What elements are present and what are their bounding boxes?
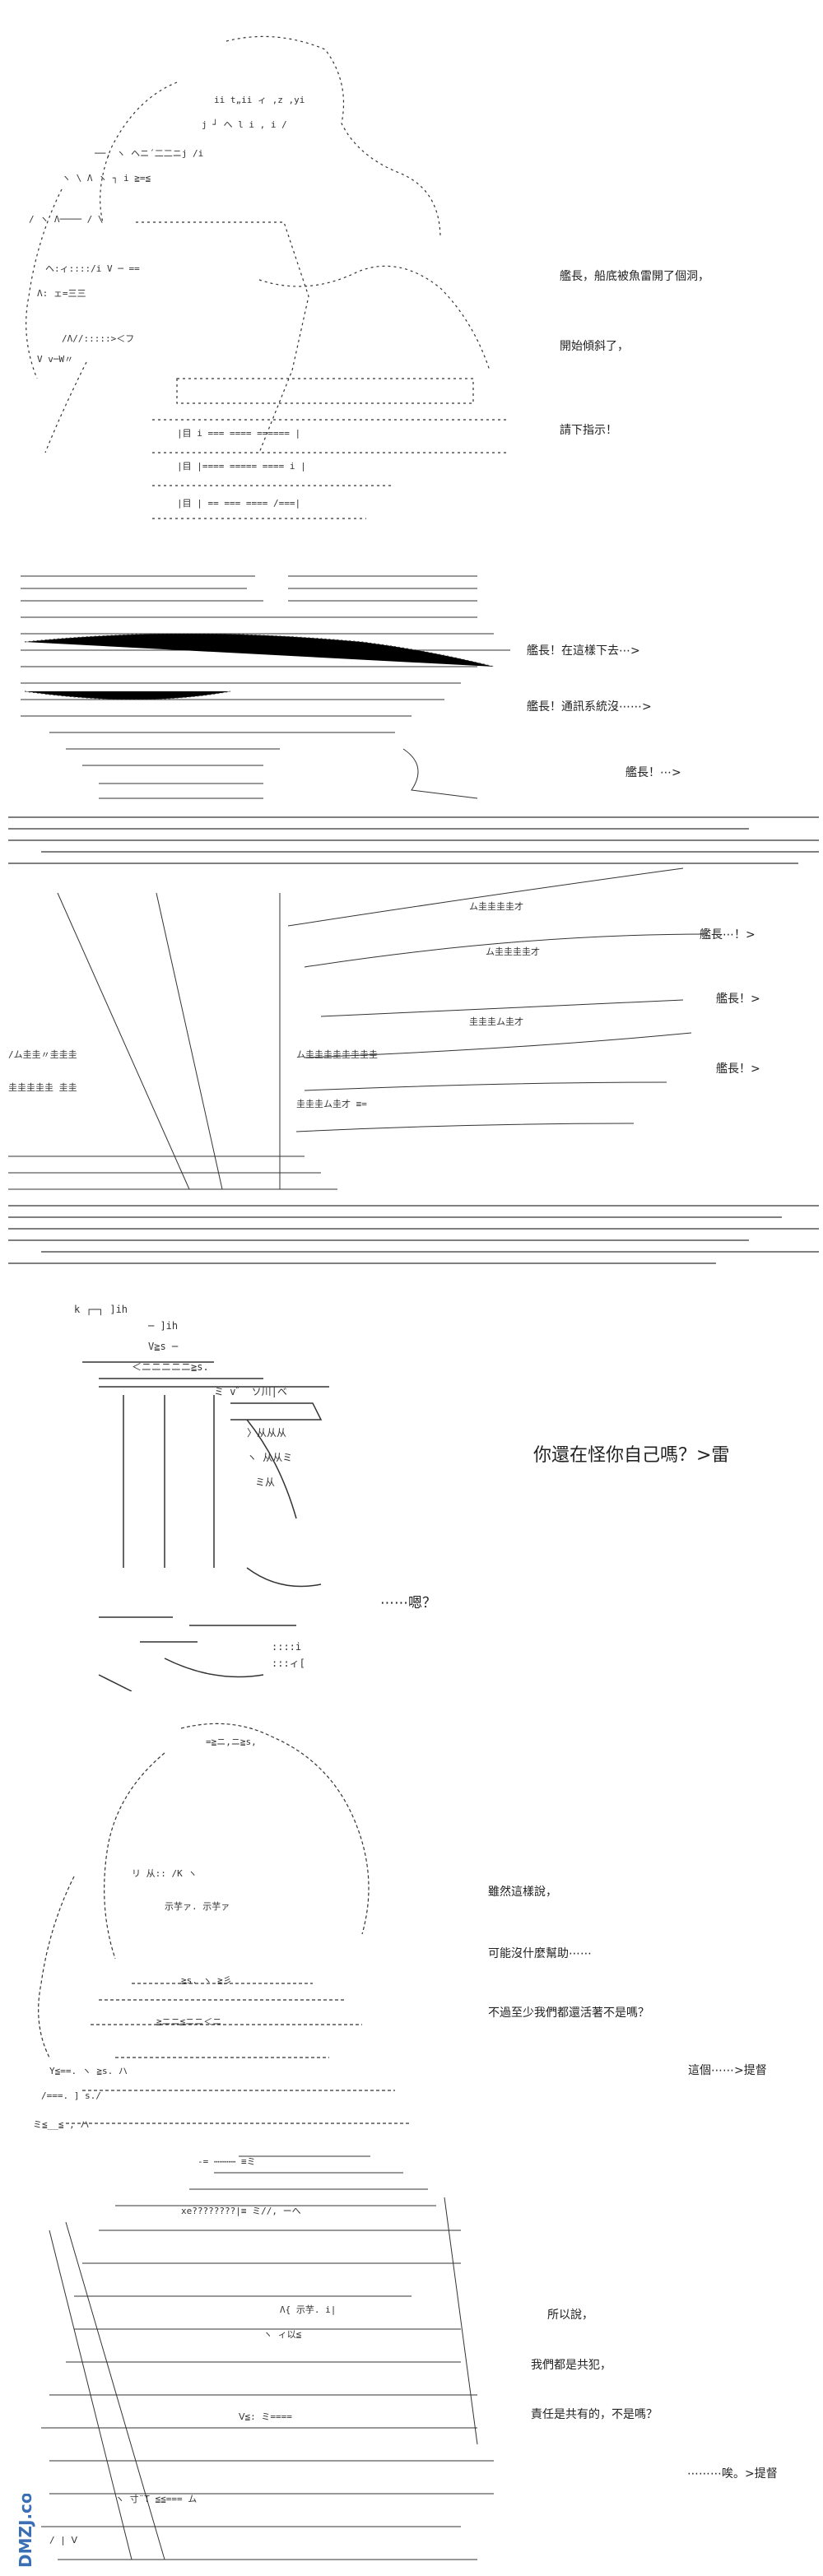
panel-4: k ┌─┐ ]ih ─ ]ih V≧s ─ ＜ニニニニニ≧s. ミ v゛ ソ川|… <box>0 1272 823 1712</box>
ascii-art-girl-speaking: =≧ニ,ニ≧s, リ 从:: /K ヽ 示芋ァ. 示芋ァ ≧s. ヽ ≧彡 ≧ニ… <box>16 1712 428 2140</box>
ascii-art-ship-sinking <box>16 568 527 807</box>
svg-text:ヽ 从从ミ: ヽ 从从ミ <box>247 1452 292 1463</box>
panel-5: =≧ニ,ニ≧s, リ 从:: /K ヽ 示芋ァ. 示芋ァ ≧s. ヽ ≧彡 ≧ニ… <box>0 1712 823 2148</box>
dialogue-line: 雖然這樣說， <box>488 1886 557 1899</box>
dialogue-line: 我們都是共犯， <box>531 2359 611 2372</box>
svg-text:=≧ニ,ニ≧s,: =≧ニ,ニ≧s, <box>206 1737 257 1747</box>
svg-text:≧s. ヽ ≧彡: ≧s. ヽ ≧彡 <box>181 1975 232 1986</box>
svg-text:Λ: ェ=三三: Λ: ェ=三三 <box>37 288 86 299</box>
svg-text:ヽ 寸¨T ≦≦=== ム: ヽ 寸¨T ≦≦=== ム <box>115 2493 197 2504</box>
svg-text:Y≦==. ヽ ≧s. ハ: Y≦==. ヽ ≧s. ハ <box>49 2066 128 2076</box>
svg-text:ム圭圭圭圭圭圭圭圭: ム圭圭圭圭圭圭圭圭 <box>296 1049 378 1060</box>
dialogue-line: ⋯⋯⋯唉。>提督 <box>687 2467 778 2481</box>
watermark-text: DMZJ.com <box>16 2494 35 2568</box>
svg-text:ii t„ii ィ ,z ,yi: ii t„ii ィ ,z ,yi <box>214 95 305 105</box>
svg-text:ミ≦__≦ , ハ: ミ≦__≦ , ハ <box>33 2119 89 2130</box>
svg-text:/ | Ⅴ: / | Ⅴ <box>49 2535 77 2546</box>
svg-text:ミ v゛ ソ川|ベ: ミ v゛ ソ川|ベ <box>214 1386 287 1397</box>
svg-text:ヽ \ Λ ヽ ┐ i ≧=≦: ヽ \ Λ ヽ ┐ i ≧=≦ <box>62 173 151 184</box>
svg-text:Ⅴ≦: ミ====: Ⅴ≦: ミ==== <box>239 2411 292 2422</box>
svg-text:/ム圭圭〃圭圭圭: /ム圭圭〃圭圭圭 <box>8 1049 77 1060</box>
svg-text:〉从从从: 〉从从从 <box>247 1427 286 1439</box>
svg-text:|目 i === ==== ====== |: |目 i === ==== ====== | <box>177 428 300 439</box>
svg-text:ミ从: ミ从 <box>255 1476 275 1488</box>
ascii-art-girl-hat: k ┌─┐ ]ih ─ ]ih V≧s ─ ＜ニニニニニ≧s. ミ v゛ ソ川|… <box>49 1296 379 1691</box>
dialogue-line: 艦長！通訊系統沒⋯⋯> <box>527 700 652 714</box>
svg-text::::ィ[: :::ィ[ <box>272 1658 305 1669</box>
svg-text:──, ヽ ヘニ´二二ニj /i: ──, ヽ ヘニ´二二ニj /i <box>94 148 203 159</box>
dialogue-line: 艦長！> <box>716 993 760 1006</box>
svg-text:V v─W〃: V v─W〃 <box>37 354 73 365</box>
svg-text:ム圭圭圭圭才: ム圭圭圭圭才 <box>469 900 523 912</box>
dialogue-line: 不過至少我們都還活著不是嗎？ <box>488 2006 649 2020</box>
svg-text:圭圭圭ム圭才 ≡=: 圭圭圭ム圭才 ≡= <box>296 1098 367 1109</box>
svg-text:ヽ ィ以≦: ヽ ィ以≦ <box>263 2329 302 2340</box>
svg-text:|目 | == === ==== /===|: |目 | == === ==== /===| <box>177 498 300 509</box>
panel-1: ii t„ii ィ ,z ,yi j ┘ ヘ l i , i / ──, ヽ ヘ… <box>0 0 823 560</box>
dialogue-line: 艦長，船底被魚雷開了個洞， <box>560 270 709 283</box>
svg-text:xe????????|≡ ミ//, ーへ: xe????????|≡ ミ//, ーへ <box>181 2206 301 2216</box>
svg-text:|目 |==== ===== ==== i |: |目 |==== ===== ==== i | <box>177 461 306 472</box>
svg-text:示芋ァ. 示芋ァ: 示芋ァ. 示芋ァ <box>165 1901 230 1912</box>
svg-text:/===. ] s./: /===. ] s./ <box>41 2090 101 2101</box>
svg-text:j ┘ ヘ l i , i /: j ┘ ヘ l i , i / <box>202 119 287 130</box>
ascii-art-girl-shadowed: -= ⋯⋯⋯⋯ ≡ミ xe????????|≡ ミ//, ーへ Λ{ 示芋. i… <box>33 2148 494 2572</box>
dialogue-line: 這個⋯⋯>提督 <box>688 2064 767 2077</box>
svg-text:リ 从:: /K ヽ: リ 从:: /K ヽ <box>132 1868 197 1879</box>
dialogue-line: 艦長！> <box>716 1062 760 1076</box>
svg-text:::::i: ::::i <box>272 1641 301 1653</box>
panel-2: 艦長！在這樣下去⋯> 艦長！通訊系統沒⋯⋯> 艦長！⋯> <box>0 560 823 811</box>
svg-text:Λ{ 示芋. i|: Λ{ 示芋. i| <box>280 2304 336 2315</box>
svg-text:─ ]ih: ─ ]ih <box>147 1320 178 1332</box>
dialogue-line: 艦長！在這樣下去⋯> <box>527 644 640 658</box>
dialogue-line: 艦長！⋯> <box>625 766 681 779</box>
svg-text:≧ニニ≦ニニ＜ニ: ≧ニニ≦ニニ＜ニ <box>156 2016 221 2027</box>
panel-6: -= ⋯⋯⋯⋯ ≡ミ xe????????|≡ ミ//, ーへ Λ{ 示芋. i… <box>0 2148 823 2576</box>
svg-text:ヘ:ィ::::/i V ─ ==: ヘ:ィ::::/i V ─ == <box>45 263 140 274</box>
svg-text:V≧s ─: V≧s ─ <box>148 1341 179 1352</box>
svg-text:圭圭圭圭圭 圭圭: 圭圭圭圭圭 圭圭 <box>8 1082 77 1093</box>
dialogue-line: 你還在怪你自己嗎？>雷 <box>533 1445 730 1466</box>
panel-3: ム圭圭圭圭才 ム圭圭圭圭才 圭圭圭ム圭才 ム圭圭圭圭圭圭圭圭 圭圭圭ム圭才 ≡=… <box>0 811 823 1272</box>
dialogue-line: 開始傾斜了， <box>560 340 629 353</box>
dialogue-line: 請下指示！ <box>560 424 617 437</box>
dialogue-line: 所以說， <box>547 2309 593 2322</box>
svg-text:ム圭圭圭圭才: ム圭圭圭圭才 <box>486 946 540 957</box>
svg-text:＜ニニニニニ≧s.: ＜ニニニニニ≧s. <box>132 1361 209 1373</box>
ascii-art-sailor-commander: ii t„ii ィ ,z ,yi j ┘ ヘ l i , i / ──, ヽ ヘ… <box>12 25 514 556</box>
dialogue-line: 艦長⋯！> <box>700 928 756 942</box>
dialogue-line: ⋯⋯嗯？ <box>380 1595 436 1611</box>
svg-text:圭圭圭ム圭才: 圭圭圭ム圭才 <box>469 1016 523 1027</box>
svg-text:k ┌─┐ ]ih: k ┌─┐ ]ih <box>74 1304 128 1315</box>
dialogue-line: 可能沒什麼幫助⋯⋯ <box>488 1947 592 1960</box>
dmzj-watermark-logo: DMZJ.com <box>7 2476 43 2572</box>
ascii-art-water-streaks: ム圭圭圭圭才 ム圭圭圭圭才 圭圭圭ム圭才 ム圭圭圭圭圭圭圭圭 圭圭圭ム圭才 ≡=… <box>8 811 819 1267</box>
dialogue-line: 責任是共有的，不是嗎？ <box>531 2408 658 2421</box>
svg-text:/Λ//:::::>＜フ: /Λ//:::::>＜フ <box>62 333 134 344</box>
svg-text:-= ⋯⋯⋯⋯ ≡ミ: -= ⋯⋯⋯⋯ ≡ミ <box>198 2156 256 2167</box>
svg-text:/ ヽ Λ──── / \: / ヽ Λ──── / \ <box>29 214 103 225</box>
